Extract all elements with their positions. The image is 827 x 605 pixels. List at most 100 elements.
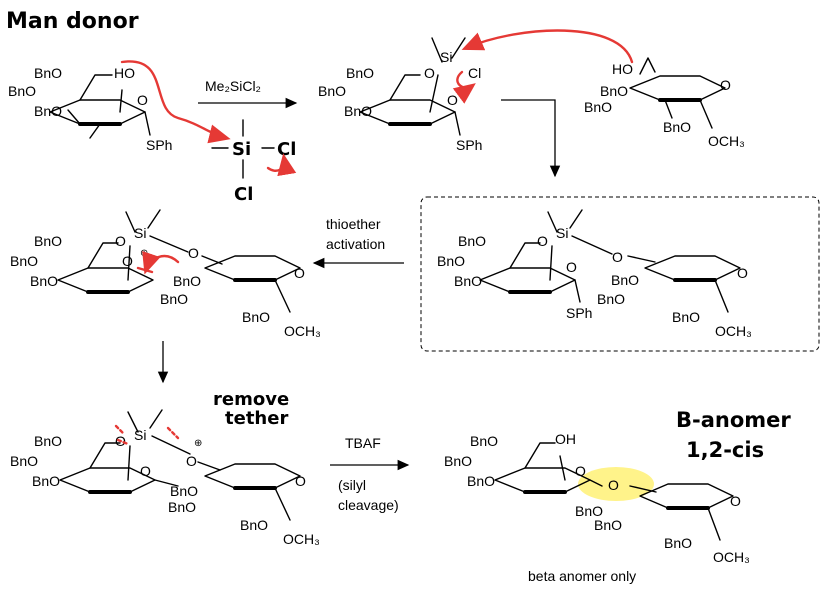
bno-label: BnO <box>344 103 372 119</box>
bno-label: BnO <box>10 453 38 469</box>
bno-label: BnO <box>611 272 639 288</box>
bno-label: BnO <box>597 291 625 307</box>
red-curved-arrow <box>266 153 297 177</box>
red-cleavage-mark <box>166 426 180 440</box>
methyl-glucoside-acceptor: HO BnO BnO BnO O OCH₃ <box>584 57 745 149</box>
oxygen-label: O <box>537 233 548 249</box>
tethered-glycoside-structure: BnO BnO BnO O Si O ⊕ O BnO BnO BnO OCH₃ … <box>10 409 320 547</box>
bno-label: BnO <box>470 433 498 449</box>
si-label: Si <box>440 49 452 65</box>
och3-label: OCH₃ <box>284 323 321 339</box>
si-label: Si <box>134 225 146 241</box>
red-curved-arrow <box>452 70 476 104</box>
bno-label: BnO <box>34 233 62 249</box>
och3-label: OCH₃ <box>708 133 745 149</box>
bno-label: BnO <box>444 453 472 469</box>
sph-label: SPh <box>456 137 482 153</box>
bno-label: BnO <box>467 473 495 489</box>
mannose-donor-structure: BnO HO BnO BnO O SPh <box>8 65 172 153</box>
bno-label: BnO <box>437 253 465 269</box>
och3-label: OCH₃ <box>713 549 750 565</box>
positive-charge-label: ⊕ <box>194 438 202 449</box>
cis-heading: 1,2-cis <box>686 438 764 462</box>
remove-tether-heading-line2: tether <box>225 408 288 429</box>
bno-label: BnO <box>240 517 268 533</box>
bno-label: BnO <box>168 499 196 515</box>
highlight-linkage <box>578 467 654 501</box>
tethered-intermediate-box <box>420 196 820 352</box>
ring-oxygen-label: O <box>122 253 133 269</box>
bno-label: BnO <box>30 273 58 289</box>
red-cleavage-mark <box>114 424 126 436</box>
reagent-step2-line1: thioether <box>326 216 381 232</box>
cl-label: Cl <box>234 184 253 205</box>
bno-label: BnO <box>160 291 188 307</box>
ring-oxygen-label: O <box>730 493 741 509</box>
ring-oxygen-label: O <box>140 463 151 479</box>
ring-oxygen-label: O <box>575 463 586 479</box>
red-cleavage-mark <box>116 438 130 446</box>
silyl-ether-structure: BnO BnO BnO O Si Cl O SPh <box>318 37 482 153</box>
bno-label: BnO <box>8 83 36 99</box>
reagent-step3-note-line2: cleavage) <box>338 497 399 513</box>
ring-oxygen-label: O <box>137 92 148 108</box>
si-label: Si <box>556 225 568 241</box>
reagent-step1: Me₂SiCl₂ <box>205 78 261 94</box>
oxygen-label: O <box>115 233 126 249</box>
bno-label: BnO <box>584 99 612 115</box>
red-bond-break <box>136 266 154 274</box>
bno-label: BnO <box>600 83 628 99</box>
bno-label: BnO <box>170 483 198 499</box>
sph-label: SPh <box>566 305 592 321</box>
beta-anomer-heading: B-anomer <box>676 408 791 432</box>
ring-oxygen-label: O <box>447 92 458 108</box>
tethered-intermediate-structure: BnO BnO BnO O Si O O SPh O BnO BnO BnO O… <box>437 209 752 339</box>
remove-tether-heading-line1: remove <box>213 389 289 410</box>
ring-oxygen-label: O <box>295 473 306 489</box>
bno-label: BnO <box>173 273 201 289</box>
beta-mannoside-product: BnO BnO BnO OH O O O BnO BnO BnO OCH₃ <box>444 431 750 565</box>
positive-charge-label: ⊕ <box>140 248 148 259</box>
och3-label: OCH₃ <box>715 323 752 339</box>
och3-label: OCH₃ <box>283 531 320 547</box>
reagent-step3: TBAF <box>345 435 381 451</box>
bno-label: BnO <box>10 253 38 269</box>
si-label: Si <box>232 139 251 160</box>
bno-label: BnO <box>346 65 374 81</box>
red-curved-arrow <box>120 60 231 144</box>
reagent-step2-line2: activation <box>326 236 385 252</box>
bno-label: BnO <box>575 503 603 519</box>
si-label: Si <box>134 427 146 443</box>
glycosidic-oxygen-label: O <box>608 477 619 493</box>
bno-label: BnO <box>34 103 62 119</box>
man-donor-heading: Man donor <box>6 9 139 34</box>
ring-oxygen-label: O <box>737 265 748 281</box>
bno-label: BnO <box>594 517 622 533</box>
bno-label: BnO <box>34 433 62 449</box>
oxygen-label: O <box>424 65 435 81</box>
oxygen-label: O <box>186 453 197 469</box>
bno-label: BnO <box>672 309 700 325</box>
bno-label: BnO <box>664 535 692 551</box>
ring-oxygen-label: O <box>566 259 577 275</box>
product-caption: beta anomer only <box>528 568 636 584</box>
ho-label: HO <box>612 61 633 77</box>
oxocarbenium-structure: BnO BnO BnO O Si O O ⊕ BnO BnO BnO OCH₃ … <box>10 209 321 339</box>
ring-oxygen-label: O <box>720 77 731 93</box>
oxygen-label: O <box>612 249 623 265</box>
cl-label: Cl <box>468 65 481 81</box>
cl-label: Cl <box>277 139 296 160</box>
bno-label: BnO <box>32 473 60 489</box>
oh-label: OH <box>555 431 576 447</box>
bno-label: BnO <box>242 309 270 325</box>
red-curved-arrow <box>461 29 634 64</box>
ring-oxygen-label: O <box>294 265 305 281</box>
bno-label: BnO <box>454 273 482 289</box>
reagent-step3-note-line1: (silyl <box>338 477 366 493</box>
ho-label: HO <box>114 65 135 81</box>
red-curved-arrow <box>142 251 180 275</box>
bno-label: BnO <box>458 233 486 249</box>
bno-label: BnO <box>34 65 62 81</box>
